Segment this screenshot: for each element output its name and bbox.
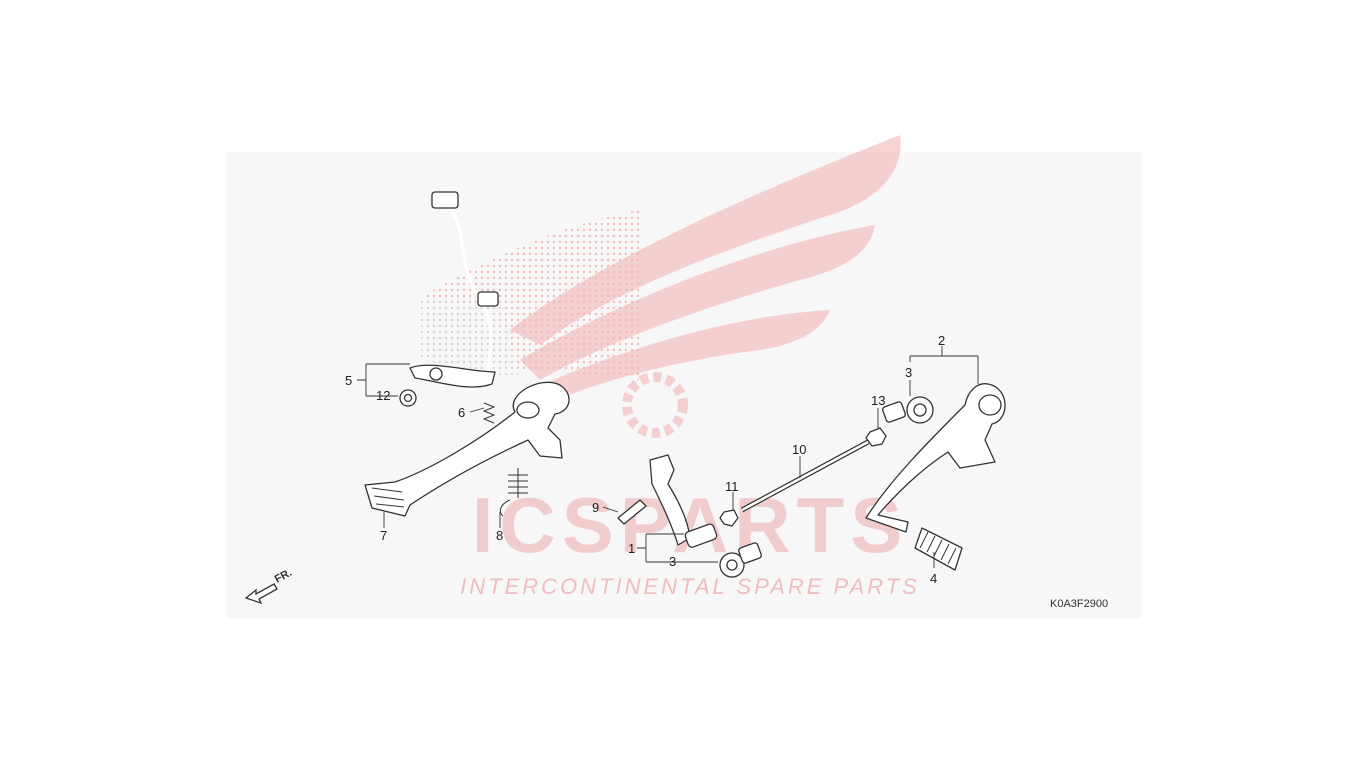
spring-small-part xyxy=(482,402,496,424)
callout-2: 2 xyxy=(938,333,945,348)
tagline-watermark: INTERCONTINENTAL SPARE PARTS xyxy=(460,574,920,599)
leader-lines xyxy=(357,346,979,568)
front-marker-label: FR. xyxy=(273,567,294,586)
callouts: 1 2 3 3 4 5 6 7 8 9 10 11 12 13 xyxy=(345,333,945,586)
bolt-part xyxy=(617,499,647,525)
nut-part xyxy=(719,509,739,527)
clip-part xyxy=(399,389,417,407)
callout-6: 6 xyxy=(458,405,465,420)
callout-5: 5 xyxy=(345,373,352,388)
callout-10: 10 xyxy=(792,442,806,457)
shift-rod-part xyxy=(740,439,870,513)
callout-7: 7 xyxy=(380,528,387,543)
gearshift-pedal-part xyxy=(865,383,1006,533)
callout-1: 1 xyxy=(628,541,635,556)
rod-joint-lower-part xyxy=(719,542,762,578)
nut-upper-part xyxy=(865,427,887,447)
brake-pedal-part xyxy=(364,381,570,517)
wing-logo-watermark xyxy=(420,135,901,438)
front-direction-marker: FR. xyxy=(244,567,294,605)
callout-12: 12 xyxy=(376,388,390,403)
brand-watermark: ICSPARTS xyxy=(472,481,909,569)
callout-8: 8 xyxy=(496,528,503,543)
callout-4: 4 xyxy=(930,571,937,586)
callout-3-lower: 3 xyxy=(669,554,676,569)
diagram-code: K0A3F2900 xyxy=(1050,598,1108,610)
front-arrow-icon xyxy=(244,583,278,605)
rod-joint-upper-part xyxy=(882,396,934,424)
callout-11: 11 xyxy=(725,479,739,494)
brake-rod-assembly xyxy=(409,191,499,388)
shift-arm-part xyxy=(649,454,718,548)
callout-3-upper: 3 xyxy=(905,365,912,380)
callout-13: 13 xyxy=(871,393,885,408)
spring-large-part xyxy=(499,468,528,517)
pedal-rubber-part xyxy=(914,527,963,571)
callout-9: 9 xyxy=(592,500,599,515)
